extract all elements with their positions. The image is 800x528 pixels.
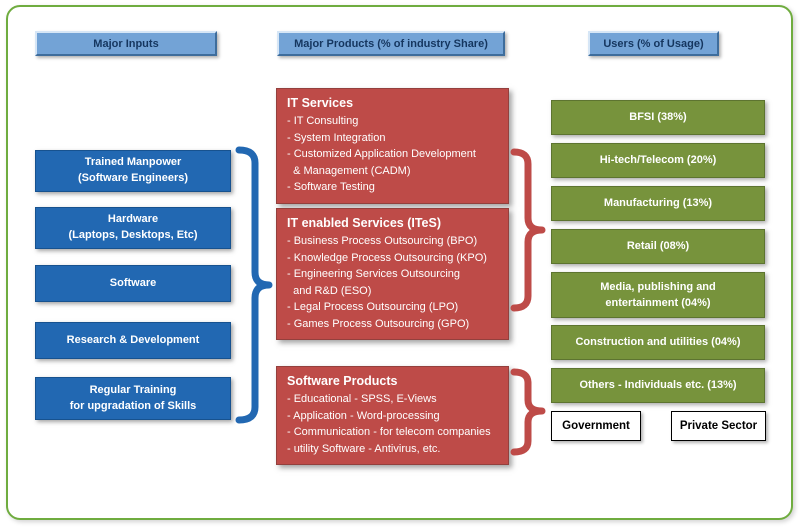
product-title-ites: IT enabled Services (ITeS) <box>287 216 441 230</box>
private-sector-box: Private Sector <box>671 411 766 441</box>
product-item: - Business Process Outsourcing (BPO) <box>287 235 478 247</box>
product-item: - Customized Application Development & M… <box>287 148 476 177</box>
product-title-software-products: Software Products <box>287 374 398 388</box>
header-major-inputs: Major Inputs <box>35 31 217 56</box>
header-major-products: Major Products (% of industry Share) <box>277 31 505 56</box>
product-box-software-products: Software Products - Educational - SPSS, … <box>276 366 509 465</box>
outer-frame <box>6 5 793 520</box>
user-box-bfsi: BFSI (38%) <box>551 100 765 135</box>
government-box: Government <box>551 411 641 441</box>
user-box-construction-utilities: Construction and utilities (04%) <box>551 325 765 360</box>
input-box-software: Software <box>35 265 231 302</box>
user-box-retail: Retail (08%) <box>551 229 765 264</box>
product-box-ites: IT enabled Services (ITeS) - Business Pr… <box>276 208 509 340</box>
header-users: Users (% of Usage) <box>588 31 719 56</box>
input-box-research-development: Research & Development <box>35 322 231 359</box>
product-item: - Communication - for telecom companies <box>287 426 491 438</box>
user-box-hitech-telecom: Hi-tech/Telecom (20%) <box>551 143 765 178</box>
input-box-trained-manpower: Trained Manpower (Software Engineers) <box>35 150 231 192</box>
product-item: - Knowledge Process Outsourcing (KPO) <box>287 251 487 264</box>
input-box-hardware: Hardware (Laptops, Desktops, Etc) <box>35 207 231 249</box>
product-title-it-services: IT Services <box>287 96 354 110</box>
product-item: - Educational - SPSS, E-Views <box>287 393 437 405</box>
input-box-regular-training: Regular Training for upgradation of Skil… <box>35 377 231 420</box>
product-item: - IT Consulting <box>287 115 359 127</box>
product-item: - System Integration <box>287 131 386 144</box>
user-box-media-publishing: Media, publishing and entertainment (04%… <box>551 272 765 318</box>
product-item: - utility Software - Antivirus, etc. <box>287 442 441 455</box>
product-item: - Legal Process Outsourcing (LPO) <box>287 301 459 313</box>
product-item: - Application - Word-processing <box>287 409 440 422</box>
product-box-it-services: IT Services - IT Consulting - System Int… <box>276 88 509 204</box>
product-item: - Engineering Services Outsourcing and R… <box>287 268 461 297</box>
user-box-manufacturing: Manufacturing (13%) <box>551 186 765 221</box>
user-box-others-individuals: Others - Individuals etc. (13%) <box>551 368 765 403</box>
product-item: - Software Testing <box>287 181 375 193</box>
product-item: - Games Process Outsourcing (GPO) <box>287 317 470 330</box>
